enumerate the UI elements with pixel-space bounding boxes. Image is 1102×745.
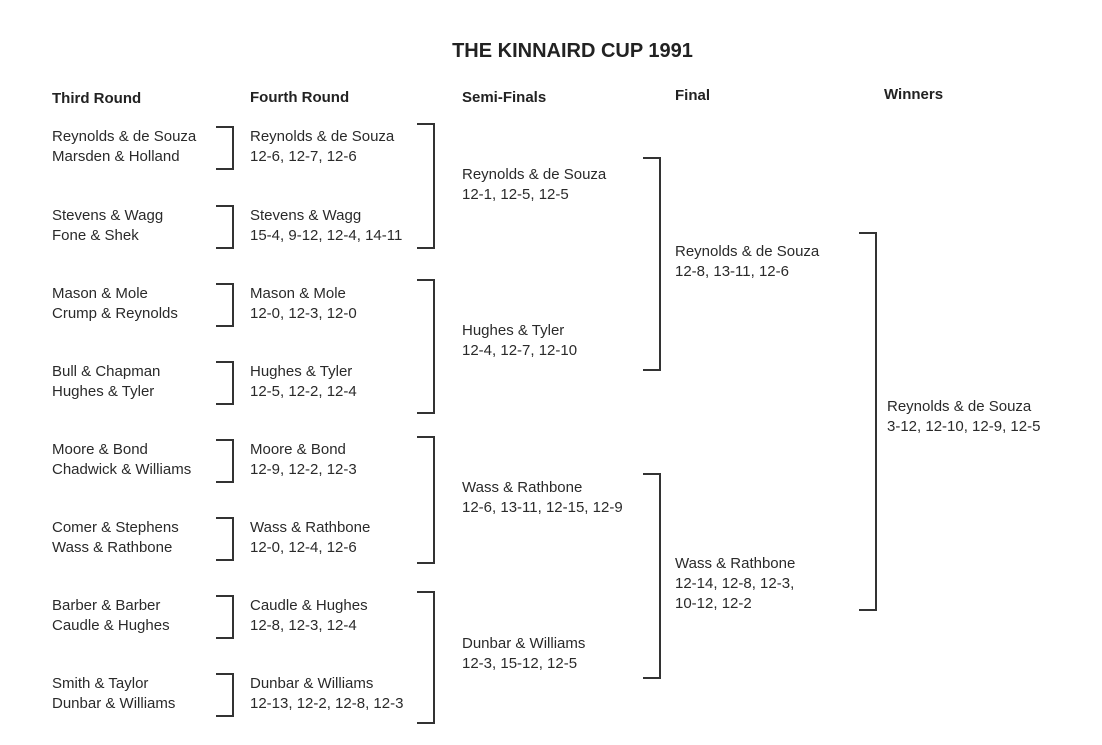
semi-final-team: Wass & Rathbone bbox=[462, 479, 583, 496]
fourth-round-team: Caudle & Hughes bbox=[250, 597, 368, 614]
bracket-line bbox=[216, 205, 234, 249]
page-title: THE KINNAIRD CUP 1991 bbox=[452, 40, 693, 62]
bracket-line bbox=[859, 232, 877, 611]
bracket-line bbox=[216, 283, 234, 327]
bracket-line bbox=[417, 279, 435, 414]
fourth-round-score: 12-8, 12-3, 12-4 bbox=[250, 617, 357, 634]
final-score: 12-8, 13-11, 12-6 bbox=[675, 263, 789, 280]
third-round-team: Marsden & Holland bbox=[52, 148, 180, 165]
semi-final-team: Reynolds & de Souza bbox=[462, 166, 607, 183]
fourth-round-score: 12-5, 12-2, 12-4 bbox=[250, 383, 357, 400]
fourth-round-team: Moore & Bond bbox=[250, 441, 346, 458]
bracket-line bbox=[216, 361, 234, 405]
semi-final-score: 12-6, 13-11, 12-15, 12-9 bbox=[462, 499, 623, 516]
third-round-team: Crump & Reynolds bbox=[52, 305, 178, 322]
final-team: Reynolds & de Souza bbox=[675, 243, 820, 260]
fourth-round-team: Reynolds & de Souza bbox=[250, 128, 395, 145]
fourth-round-score: 12-6, 12-7, 12-6 bbox=[250, 148, 357, 165]
bracket-line bbox=[216, 517, 234, 561]
final-score: 10-12, 12-2 bbox=[675, 595, 752, 612]
third-round-team: Wass & Rathbone bbox=[52, 539, 173, 556]
third-round-team: Hughes & Tyler bbox=[52, 383, 155, 400]
bracket-line bbox=[216, 126, 234, 170]
final-team: Wass & Rathbone bbox=[675, 555, 796, 572]
third-round-team: Comer & Stephens bbox=[52, 519, 179, 536]
third-round-team: Mason & Mole bbox=[52, 285, 148, 302]
third-round-team: Chadwick & Williams bbox=[52, 461, 192, 478]
third-round-team: Moore & Bond bbox=[52, 441, 148, 458]
bracket-line bbox=[417, 591, 435, 724]
fourth-round-team: Dunbar & Williams bbox=[250, 675, 374, 692]
third-round-team: Smith & Taylor bbox=[52, 675, 149, 692]
fourth-round-score: 15-4, 9-12, 12-4, 14-11 bbox=[250, 227, 403, 244]
third-round-team: Stevens & Wagg bbox=[52, 207, 164, 224]
semi-final-score: 12-1, 12-5, 12-5 bbox=[462, 186, 569, 203]
header-semi-finals: Semi-Finals bbox=[462, 89, 547, 106]
fourth-round-score: 12-0, 12-3, 12-0 bbox=[250, 305, 357, 322]
fourth-round-team: Wass & Rathbone bbox=[250, 519, 371, 536]
third-round-team: Reynolds & de Souza bbox=[52, 128, 197, 145]
third-round-team: Caudle & Hughes bbox=[52, 617, 170, 634]
header-winners: Winners bbox=[884, 86, 944, 103]
bracket-line bbox=[216, 439, 234, 483]
fourth-round-team: Mason & Mole bbox=[250, 285, 346, 302]
header-fourth-round: Fourth Round bbox=[250, 89, 350, 106]
header-final: Final bbox=[675, 87, 711, 104]
bracket-line bbox=[417, 436, 435, 564]
bracket-line bbox=[643, 157, 661, 371]
header-third-round: Third Round bbox=[52, 90, 142, 107]
third-round-team: Fone & Shek bbox=[52, 227, 139, 244]
bracket-line bbox=[417, 123, 435, 249]
third-round-team: Bull & Chapman bbox=[52, 363, 161, 380]
semi-final-score: 12-4, 12-7, 12-10 bbox=[462, 342, 578, 359]
winner-team: Reynolds & de Souza bbox=[887, 398, 1032, 415]
semi-final-team: Dunbar & Williams bbox=[462, 635, 586, 652]
bracket-line bbox=[216, 673, 234, 717]
bracket-line bbox=[216, 595, 234, 639]
third-round-team: Barber & Barber bbox=[52, 597, 161, 614]
bracket-line bbox=[643, 473, 661, 679]
third-round-team: Dunbar & Williams bbox=[52, 695, 176, 712]
winner-score: 3-12, 12-10, 12-9, 12-5 bbox=[887, 418, 1041, 435]
semi-final-score: 12-3, 15-12, 12-5 bbox=[462, 655, 578, 672]
fourth-round-score: 12-9, 12-2, 12-3 bbox=[250, 461, 357, 478]
semi-final-team: Hughes & Tyler bbox=[462, 322, 565, 339]
fourth-round-score: 12-13, 12-2, 12-8, 12-3 bbox=[250, 695, 404, 712]
fourth-round-team: Stevens & Wagg bbox=[250, 207, 362, 224]
fourth-round-team: Hughes & Tyler bbox=[250, 363, 353, 380]
final-score: 12-14, 12-8, 12-3, bbox=[675, 575, 795, 592]
fourth-round-score: 12-0, 12-4, 12-6 bbox=[250, 539, 357, 556]
